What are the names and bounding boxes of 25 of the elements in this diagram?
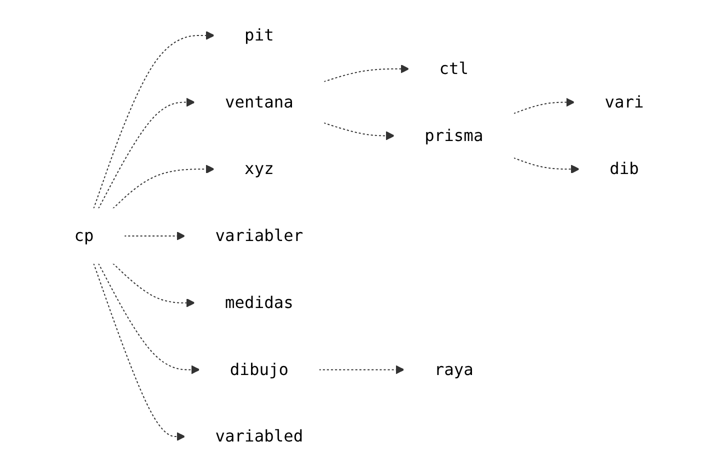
arrow (513, 157, 580, 174)
arrow (513, 98, 575, 114)
arrow (98, 98, 196, 209)
arrow (112, 164, 215, 210)
node-text: dib (610, 159, 639, 178)
arrow (324, 122, 395, 140)
node-text: dibujo (230, 360, 288, 379)
arrow (93, 31, 215, 209)
node-text: xyz (244, 159, 274, 178)
arrow (98, 263, 200, 374)
arrow (93, 263, 186, 441)
node-text: prisma (424, 126, 484, 145)
node-text: ventana (225, 92, 294, 112)
node-text: pit (244, 25, 274, 45)
node-text: variabled (215, 426, 304, 446)
arrow (124, 232, 186, 240)
arrow (318, 365, 404, 374)
arrow (112, 262, 196, 308)
node-text: raya (434, 360, 474, 379)
node-text: ctl (439, 58, 469, 78)
node-text: cp (74, 226, 94, 246)
arrow (324, 64, 410, 82)
node-text: variabler (215, 226, 304, 246)
node-text: vari (604, 92, 644, 112)
node-text: medidas (225, 292, 294, 312)
